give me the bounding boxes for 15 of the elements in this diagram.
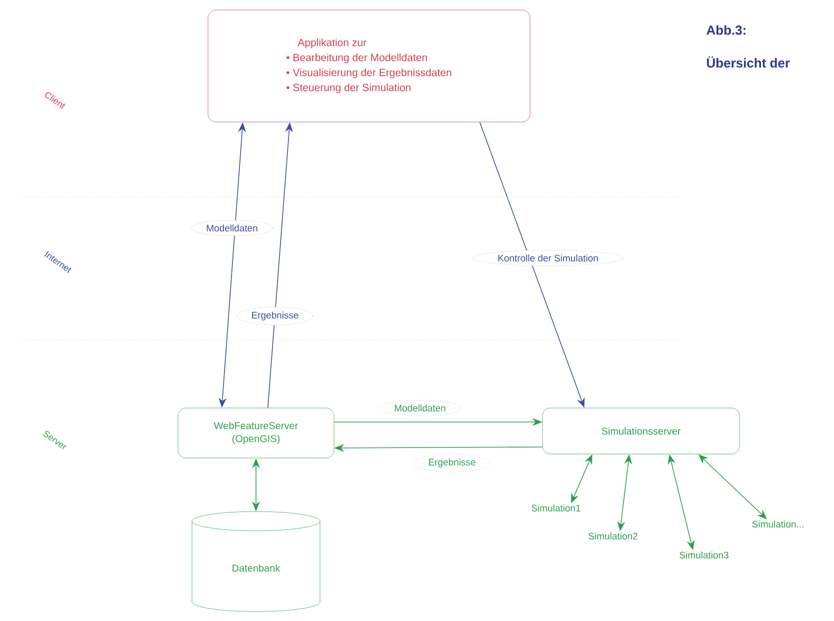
server-box: WebFeatureServer (OpenGIS) bbox=[178, 408, 334, 458]
edge-label: Ergebnisse bbox=[236, 306, 314, 326]
simulation-label: Simulation1 bbox=[532, 504, 580, 512]
edge-label: Ergebnisse bbox=[414, 454, 490, 472]
edge-label: Modelldaten bbox=[190, 220, 274, 236]
simulation-label: Simulation... bbox=[752, 520, 804, 528]
figure-caption: Abb.3: bbox=[706, 25, 746, 35]
simulation-label: Simulation3 bbox=[680, 552, 728, 558]
server-box: Simulationsserver bbox=[542, 408, 740, 454]
simulation-label: Simulation2 bbox=[588, 532, 638, 540]
edge-label: Modelldaten bbox=[378, 400, 462, 416]
database-cylinder: Datenbank bbox=[192, 511, 320, 612]
application-box: Applikation zur • Bearbeitung der Modelldaten • Visualisierung der Ergebnissdaten • Steuerung der Simulation bbox=[208, 10, 530, 122]
edge-label: Kontrolle der Simulation bbox=[472, 250, 624, 266]
figure-caption: Übersicht der bbox=[707, 56, 790, 68]
